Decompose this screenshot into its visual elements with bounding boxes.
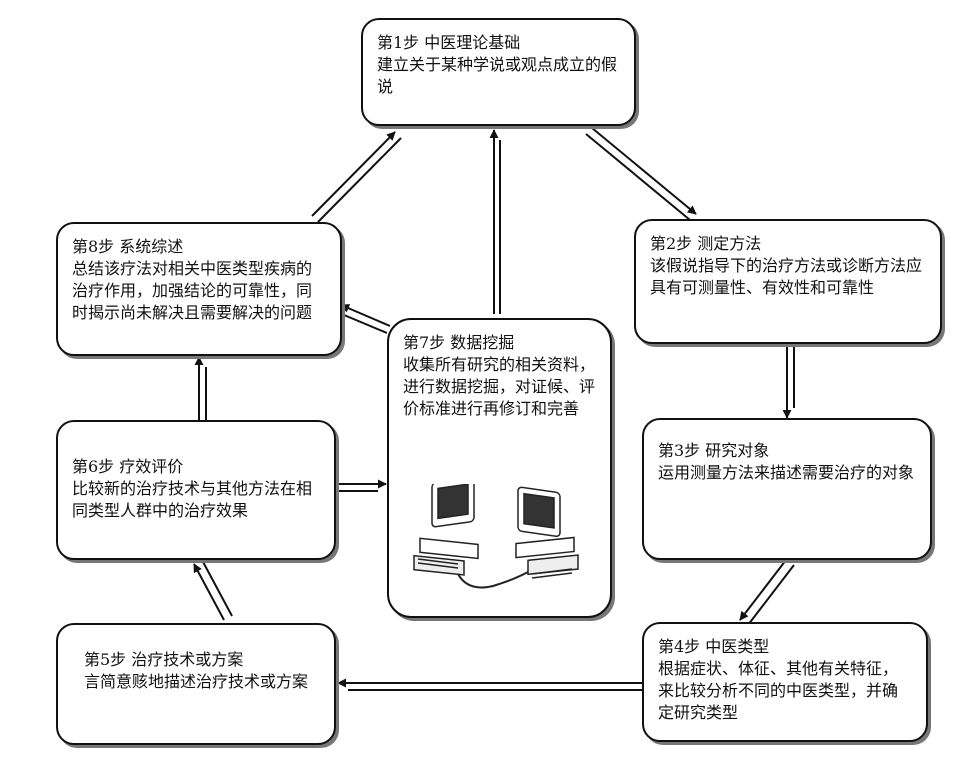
arrow-s7-to-s1: [489, 129, 501, 314]
arrow-s5-to-s6: [193, 559, 233, 621]
step-1-title: 第1步 中医理论基础: [377, 33, 521, 52]
step-4-box: 第4步 中医类型 根据症状、体征、其他有关特征，来比较分析不同的中医类型，并确定…: [642, 622, 928, 742]
arrow-s1-to-s2: [585, 127, 697, 221]
step-5-desc: 言简意赅地描述治疗技术或方案: [84, 672, 309, 691]
step-8-title: 第8步 系统综述: [72, 237, 184, 256]
arrow-s3-to-s4: [739, 559, 795, 626]
computer-icon: [515, 486, 579, 579]
step-1-box: 第1步 中医理论基础 建立关于某种学说或观点成立的假说: [361, 18, 636, 126]
arrow-s6-to-s7: [338, 479, 387, 492]
step-2-title: 第2步 测定方法: [650, 234, 762, 253]
step-8-desc: 总结该疗法对相关中医类型疾病的治疗作用，加强结论的可靠性，同时揭示尚未解决且需要…: [72, 259, 313, 322]
cable: [457, 571, 529, 589]
step-6-box: 第6步 疗效评价 比较新的治疗技术与其他方法在相同类型人群中的治疗效果: [56, 420, 336, 560]
step-1-desc: 建立关于某种学说或观点成立的假说: [377, 55, 618, 96]
step-6-title: 第6步 疗效评价: [72, 457, 184, 476]
step-6-desc: 比较新的治疗技术与其他方法在相同类型人群中的治疗效果: [72, 479, 313, 520]
arrow-s7-to-s8: [340, 304, 391, 334]
arrow-s8-to-s1: [311, 131, 402, 223]
computers-illustration: [413, 484, 579, 589]
arrow-s4-to-s5: [337, 678, 644, 691]
step-7-title: 第7步 数据挖掘: [403, 333, 515, 352]
step-4-title: 第4步 中医类型: [658, 637, 770, 656]
step-2-box: 第2步 测定方法 该假说指导下的治疗方法或诊断方法应具有可测量性、有效性和可靠性: [634, 219, 942, 344]
step-3-desc: 运用测量方法来描述需要治疗的对象: [658, 463, 915, 482]
step-5-title: 第5步 治疗技术或方案: [84, 650, 244, 669]
arrow-s2-to-s3: [782, 346, 795, 419]
step-8-box: 第8步 系统综述 总结该疗法对相关中医类型疾病的治疗作用，加强结论的可靠性，同时…: [56, 222, 342, 356]
step-3-box: 第3步 研究对象 运用测量方法来描述需要治疗的对象: [642, 418, 932, 560]
step-7-desc: 收集所有研究的相关资料，进行数据挖掘，对证候、评价标准进行再修订和完善: [403, 355, 596, 418]
step-3-title: 第3步 研究对象: [658, 441, 770, 460]
arrow-s6-to-s8: [194, 356, 207, 420]
step-4-desc: 根据症状、体征、其他有关特征，来比较分析不同的中医类型，并确定研究类型: [658, 659, 899, 722]
computer-icon: [413, 484, 479, 576]
step-2-desc: 该假说指导下的治疗方法或诊断方法应具有可测量性、有效性和可靠性: [650, 256, 923, 297]
step-5-box: 第5步 治疗技术或方案 言简意赅地描述治疗技术或方案: [56, 623, 336, 745]
